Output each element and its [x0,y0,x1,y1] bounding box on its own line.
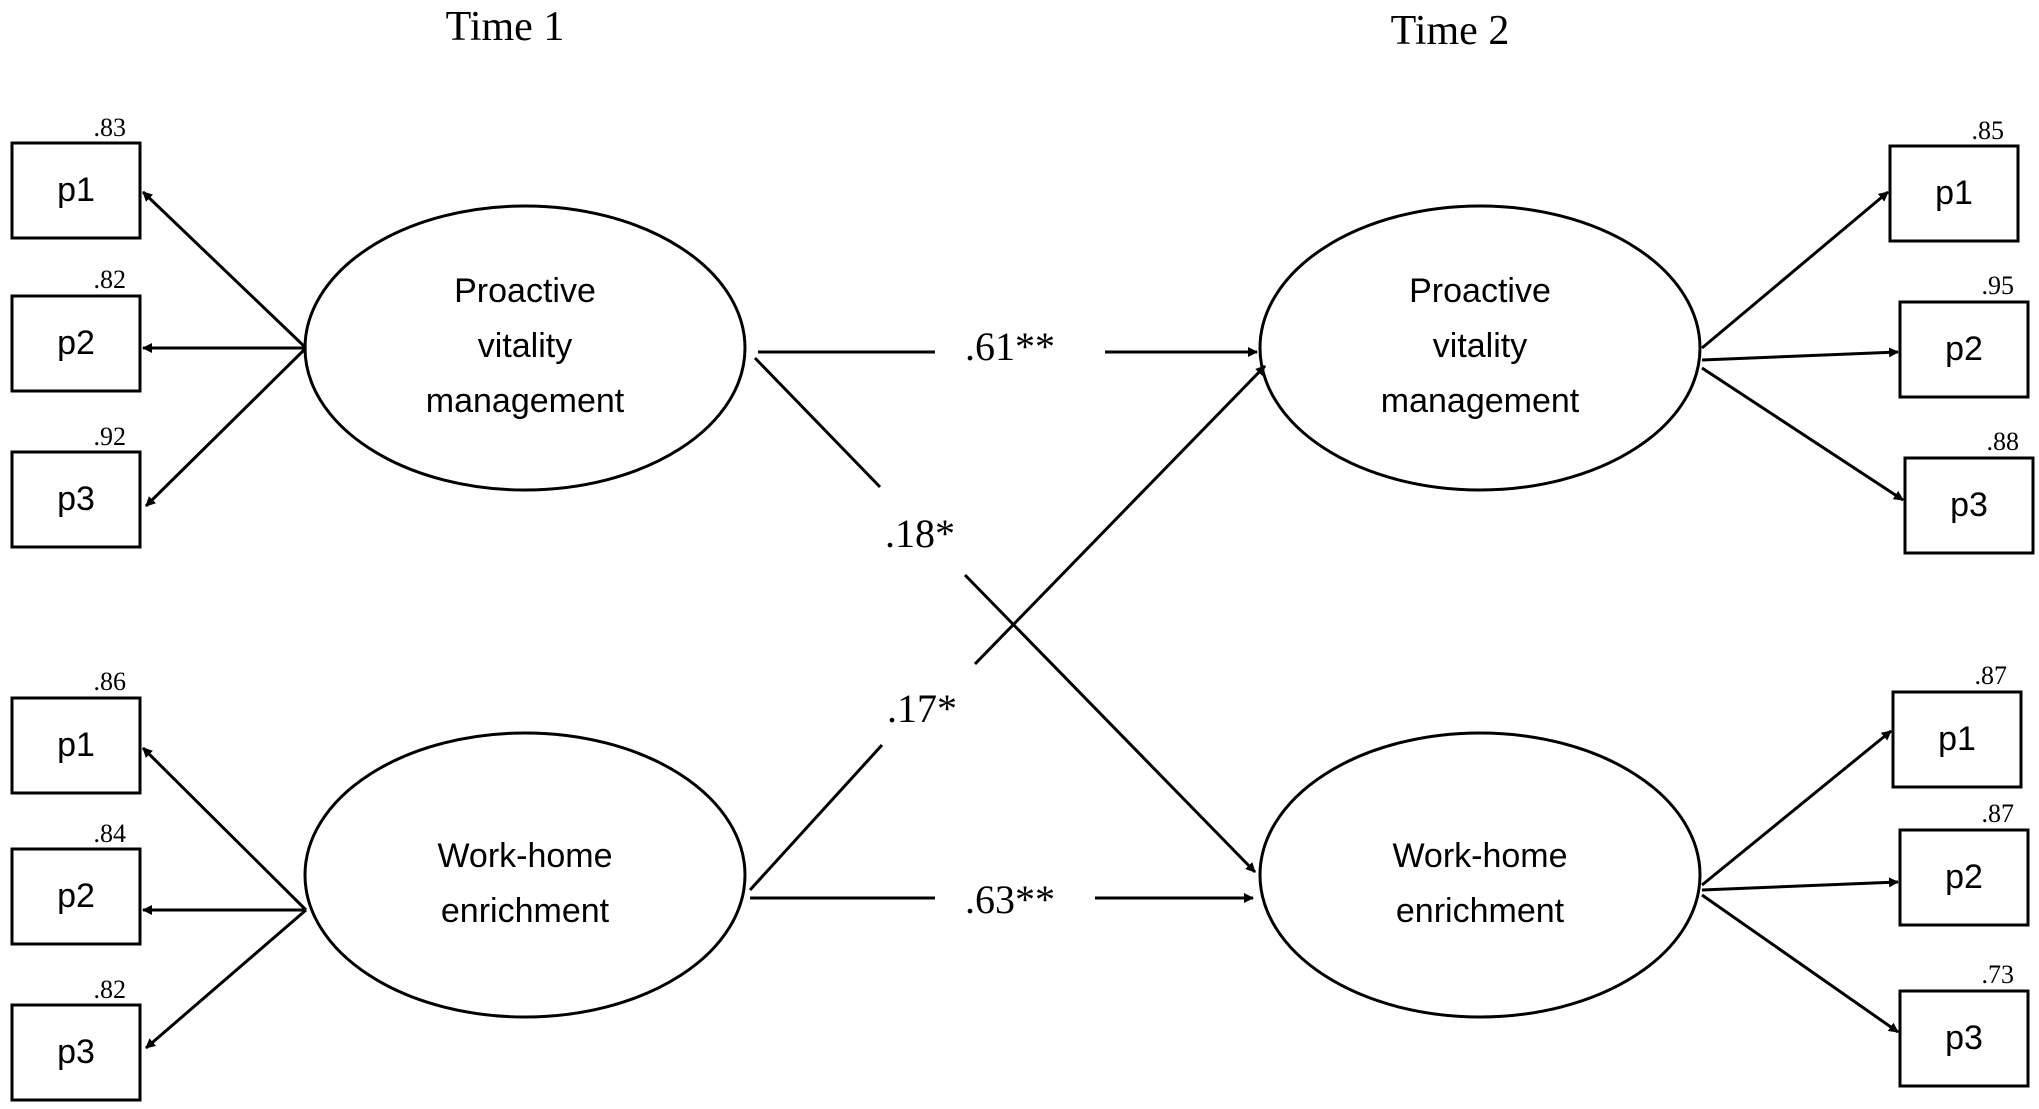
loading-arrow [144,346,308,508]
cross-path-whe-to-pvm-seg [748,743,884,892]
indicator-box-pvm-t2-p1 [1888,144,2020,243]
construct-whe-t2 [1258,731,1702,1019]
loading-value: .85 [1972,116,2005,145]
loading-value: .73 [1982,960,2015,989]
loading-arrow [145,908,307,1050]
loading-value: .92 [94,422,127,451]
loading-value: .82 [94,975,127,1004]
loading-arrow [141,190,308,350]
indicator-box-pvm-t1-p3 [10,450,142,549]
indicator-label: p1 [1935,174,1973,212]
indicator-label: p2 [57,324,95,362]
construct-label: enrichment [441,892,610,930]
indicator-label: p1 [57,171,95,209]
construct-label: Work-home [1392,837,1567,875]
construct-label: enrichment [1396,892,1565,930]
indicator-box-pvm-t1-p2 [10,294,142,393]
indicator-label: p3 [57,480,95,518]
time-2-label: Time 2 [1391,8,1510,54]
construct-label: management [426,382,625,420]
path-coefficient-whe-stability: .63** [965,877,1055,922]
indicator-label: p3 [57,1033,95,1071]
indicator-label: p1 [1938,720,1976,758]
loading-value: .82 [94,265,127,294]
construct-label: vitality [478,327,572,365]
loading-value: .88 [1987,427,2020,456]
loading-arrow [141,746,308,912]
path-coefficient-pvm-to-whe: .18* [885,511,955,556]
loading-value: .84 [94,819,127,848]
indicator-box-whe-t1-p2 [10,847,142,946]
indicator-box-whe-t1-p1 [10,696,142,795]
indicator-label: p3 [1950,486,1988,524]
time-1-label: Time 1 [446,4,565,50]
indicator-box-pvm-t2-p2 [1898,300,2030,399]
indicator-box-pvm-t1-p1 [10,141,142,240]
loading-value: .87 [1975,661,2008,690]
construct-label: management [1381,382,1580,420]
loading-arrow [1701,366,1904,502]
construct-whe-t1 [303,731,747,1019]
indicator-label: p1 [57,726,95,764]
construct-label: vitality [1433,327,1527,365]
loading-arrow [1701,877,1899,892]
indicator-box-whe-t2-p3 [1898,989,2030,1088]
cross-path-whe-to-pvm [973,364,1267,666]
construct-label: Proactive [1409,272,1551,310]
loading-value: .95 [1982,271,2015,300]
indicator-label: p3 [1945,1019,1983,1057]
indicator-box-whe-t1-p3 [10,1003,142,1102]
indicator-label: p2 [1945,330,1983,368]
path-coefficient-pvm-stability: .61** [965,324,1055,369]
indicator-box-whe-t2-p1 [1891,690,2023,789]
construct-label: Work-home [437,837,612,875]
cross-path-pvm-to-whe [963,573,1257,874]
loading-arrow [1701,893,1899,1034]
loading-value: .86 [94,667,127,696]
indicator-label: p2 [1945,858,1983,896]
loading-arrow [1701,347,1899,362]
construct-label: Proactive [454,272,596,310]
construct-pvm-t2 [1258,204,1702,492]
indicator-box-pvm-t2-p3 [1903,456,2035,555]
loading-arrow [1701,190,1889,350]
loading-value: .83 [94,113,127,142]
loading-arrow [1701,729,1892,887]
loading-value: .87 [1982,799,2015,828]
indicator-box-whe-t2-p2 [1898,828,2030,927]
cross-path-pvm-to-whe-seg [753,356,882,489]
path-coefficient-whe-to-pvm: .17* [887,686,957,731]
indicator-label: p2 [57,877,95,915]
